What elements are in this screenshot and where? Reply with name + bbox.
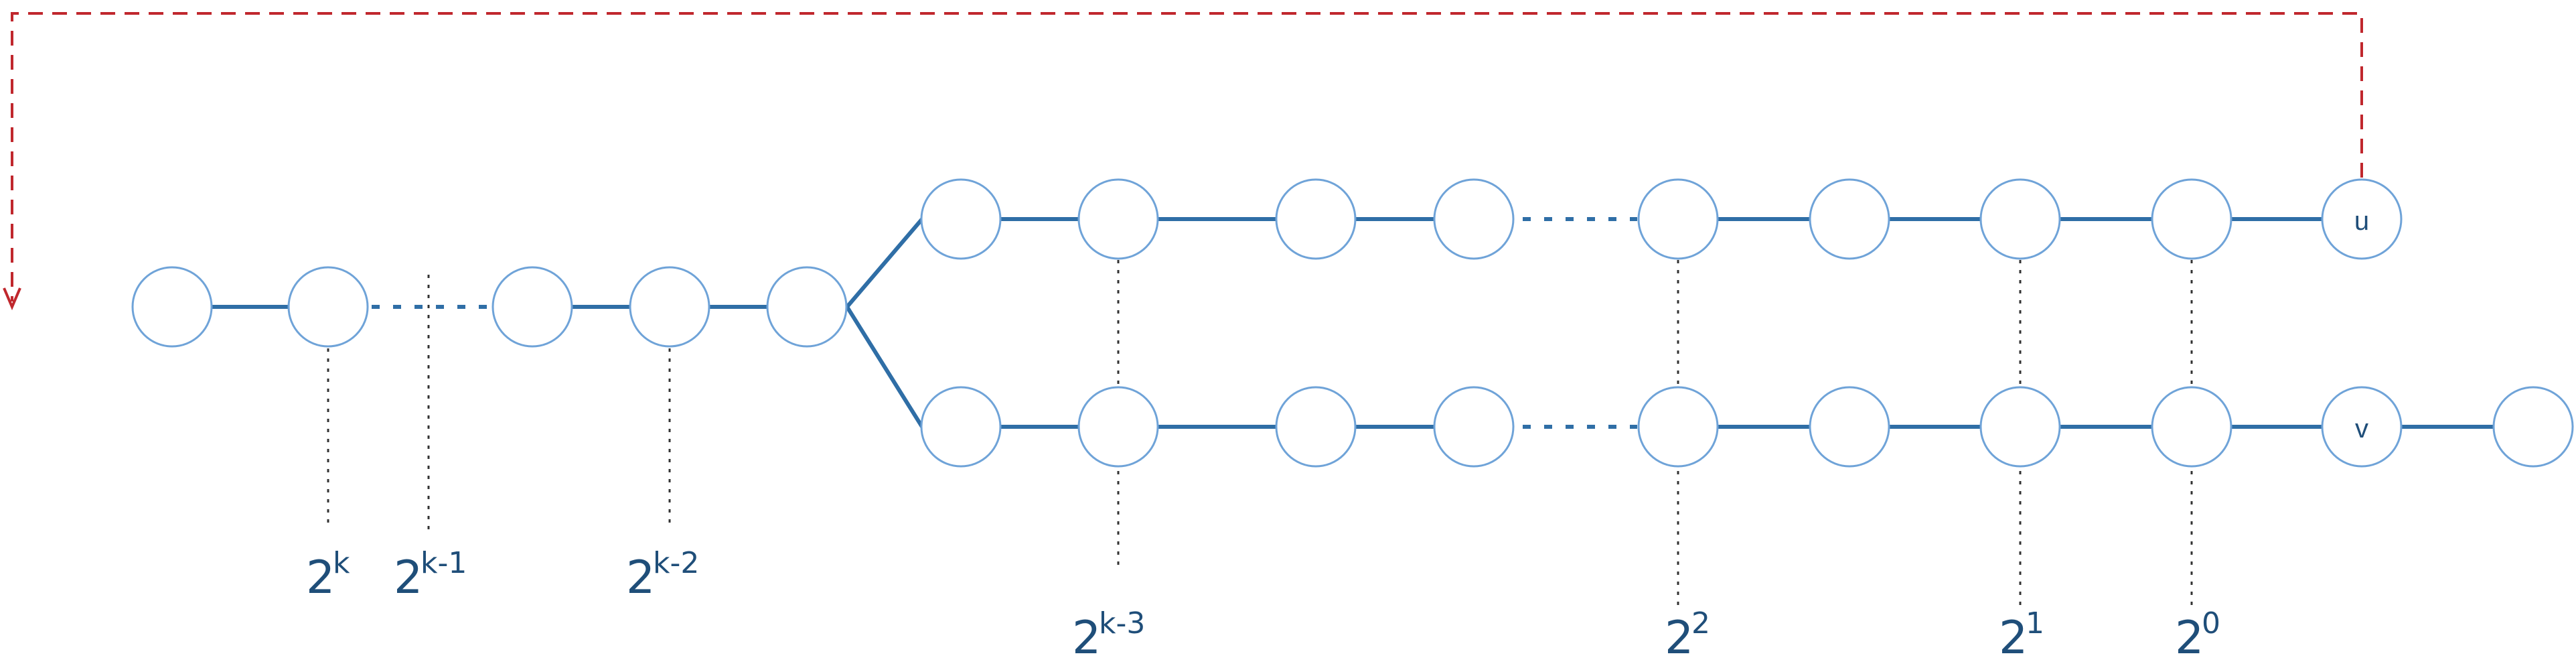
node (2151, 178, 2232, 260)
power-labels: 2 k 2 k-1 2 k-2 2 k-3 2 2 2 1 2 0 (306, 546, 2220, 665)
nodes (131, 178, 2574, 468)
node (1637, 386, 1719, 468)
back-edge-path (11, 12, 2363, 301)
node-u (2321, 178, 2403, 260)
power-base: 2 (306, 551, 335, 604)
power-exponent: k (333, 546, 350, 580)
node (491, 266, 573, 348)
power-label-2-k-1: 2 k-1 (394, 546, 467, 604)
power-label-2-k-2: 2 k-2 (626, 546, 699, 604)
node (766, 266, 848, 348)
power-base: 2 (1999, 612, 2028, 665)
power-exponent: 0 (2202, 606, 2220, 641)
power-base: 2 (2175, 612, 2204, 665)
node (2151, 386, 2232, 468)
node (1809, 178, 1890, 260)
node-label-u: u (2354, 206, 2369, 236)
node (1275, 386, 1357, 468)
power-exponent: k-1 (421, 546, 467, 580)
back-edge-arrowhead (3, 287, 21, 311)
power-base: 2 (394, 551, 423, 604)
node (920, 178, 1002, 260)
power-exponent: 1 (2026, 606, 2044, 641)
node (1809, 386, 1890, 468)
branch-edge-top (845, 217, 924, 309)
node (920, 386, 1002, 468)
node (629, 266, 710, 348)
node (1979, 386, 2061, 468)
node-label-v: v (2355, 414, 2368, 444)
node (1077, 386, 1159, 468)
power-label-2-2: 2 2 (1665, 606, 1710, 665)
power-label-2-1: 2 1 (1999, 606, 2044, 665)
node (1433, 386, 1515, 468)
node (1433, 178, 1515, 260)
node (1637, 178, 1719, 260)
node-v (2321, 386, 2403, 468)
node (287, 266, 369, 348)
branch-edge-bottom (845, 305, 924, 429)
power-exponent: k-2 (653, 546, 699, 580)
node (131, 266, 213, 348)
node (2492, 386, 2574, 468)
power-base: 2 (1072, 612, 1101, 665)
back-edge (3, 12, 2363, 311)
power-label-2-k-3: 2 k-3 (1072, 606, 1145, 665)
node (1077, 178, 1159, 260)
power-base: 2 (1665, 612, 1693, 665)
power-exponent: k-3 (1099, 606, 1145, 641)
node (1275, 178, 1357, 260)
power-base: 2 (626, 551, 655, 604)
power-exponent: 2 (1691, 606, 1710, 641)
guide-lines (327, 180, 2193, 606)
power-label-2-k: 2 k (306, 546, 350, 604)
node (1979, 178, 2061, 260)
power-label-2-0: 2 0 (2175, 606, 2220, 665)
